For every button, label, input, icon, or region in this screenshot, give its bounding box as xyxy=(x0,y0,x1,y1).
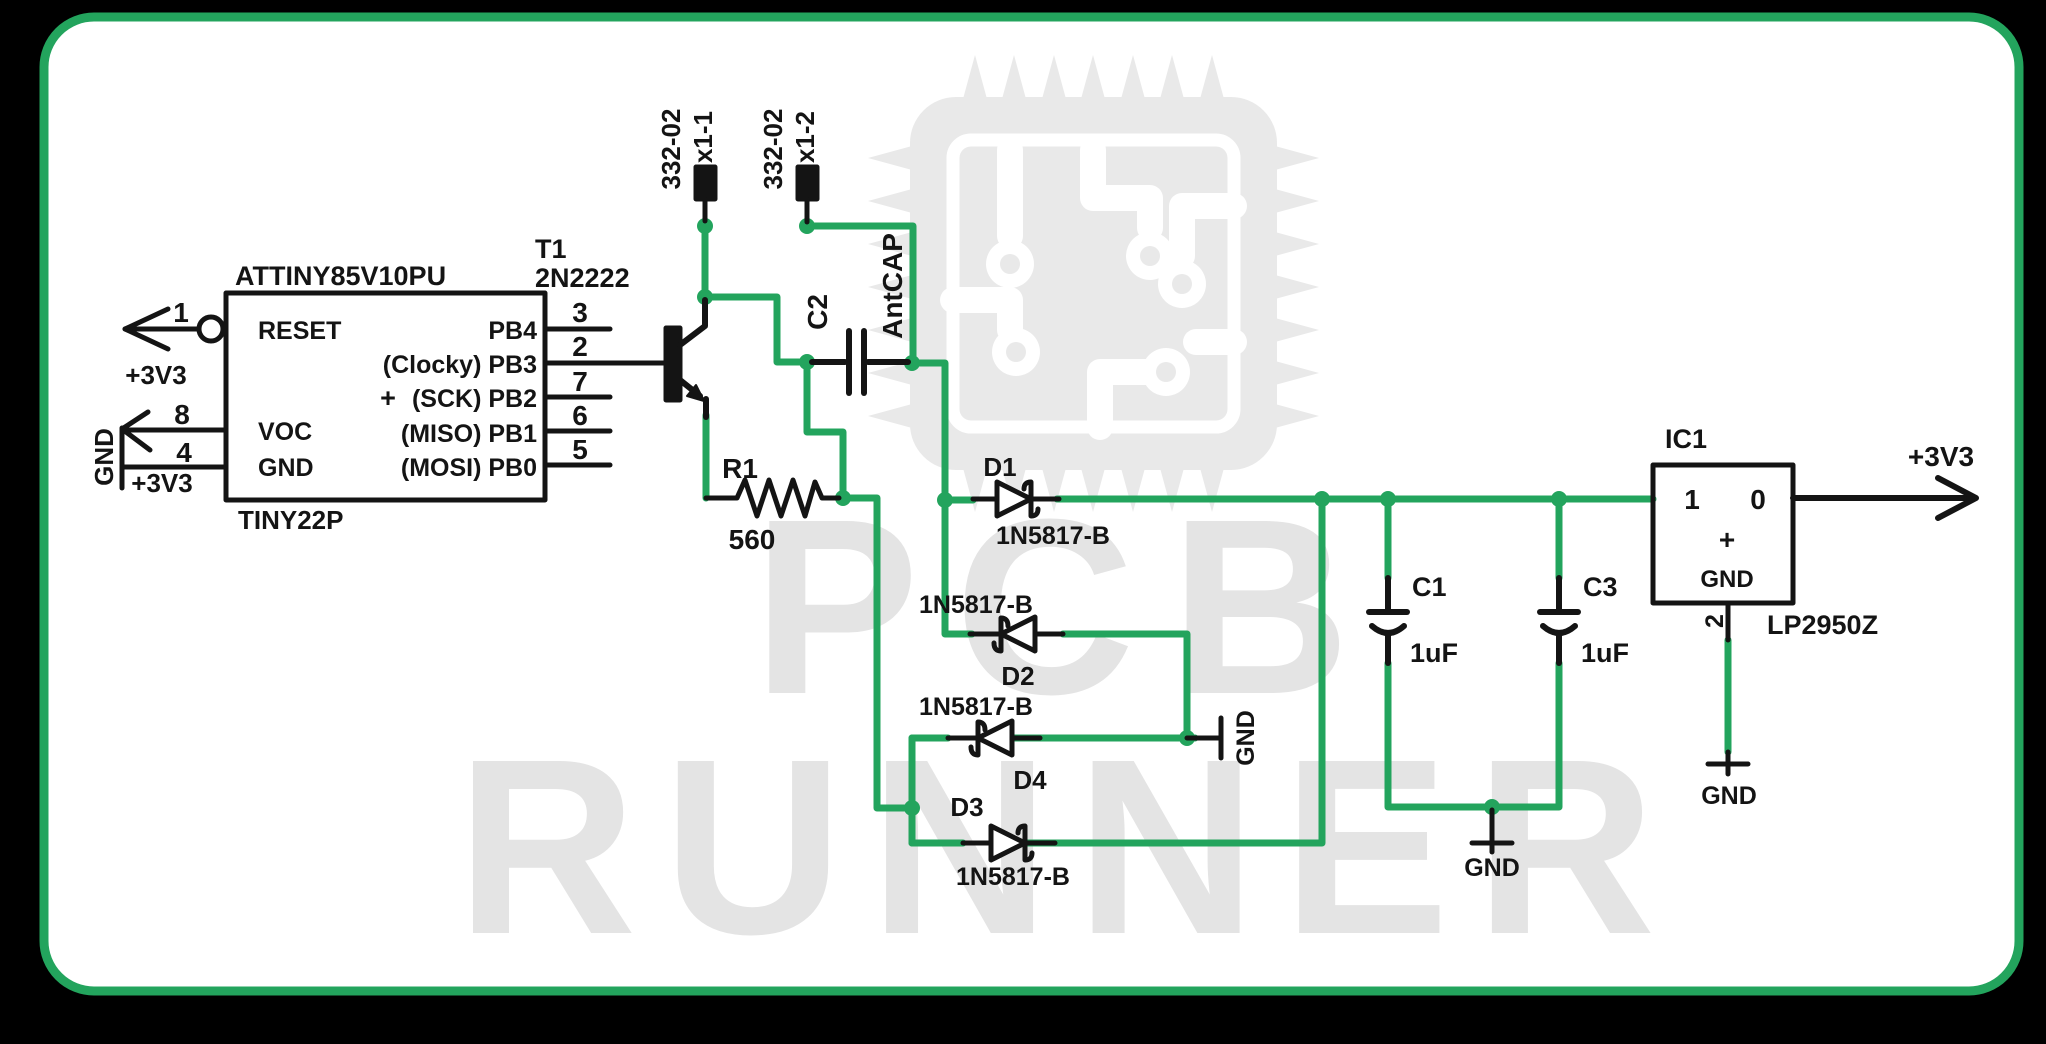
wire-c2-left-to-r1 xyxy=(803,358,847,502)
reset-bubble xyxy=(196,314,226,344)
d3-triangle xyxy=(988,823,1028,863)
watermark-text-top: PCB xyxy=(753,467,1386,746)
mcu-label-pb2: (SCK) PB2 xyxy=(412,385,537,413)
d2-part: 1N5817-B xyxy=(919,591,1033,619)
junction-dots xyxy=(697,218,1567,816)
gnd-mid-label: GND xyxy=(1232,710,1260,766)
pb2-plus-marker: + xyxy=(380,383,396,413)
mcu-title: ATTINY85V10PU xyxy=(235,261,446,291)
d1-triangle xyxy=(994,479,1034,519)
transistor-bar xyxy=(663,325,683,403)
ic1-pin-in: 1 xyxy=(1684,484,1700,515)
wire-c3-bottom xyxy=(1488,659,1563,811)
pin-number-8: 8 xyxy=(174,399,190,430)
x1-1-pin: x1-1 xyxy=(688,111,718,163)
mcu-label-reset: RESET xyxy=(258,317,341,345)
resistor-value: 560 xyxy=(729,524,776,555)
x1-2-pin: x1-2 xyxy=(790,111,820,163)
d2-ref: D2 xyxy=(1001,661,1034,691)
output-net-label: +3V3 xyxy=(1908,441,1974,472)
x1-1-pad xyxy=(693,164,718,202)
c1-value: 1uF xyxy=(1410,638,1458,668)
gnd-ic1-label: GND xyxy=(1701,782,1757,810)
x1-1-part: 332-02 xyxy=(656,109,686,190)
mcu-label-pb3: (Clocky) PB3 xyxy=(383,351,537,379)
mcu-label-gnd: GND xyxy=(258,454,314,482)
mcu-label-voc: VOC xyxy=(258,418,312,446)
gnd-caps-label: GND xyxy=(1464,854,1520,882)
ic1-part: LP2950Z xyxy=(1767,610,1878,640)
labels: ATTINY85V10PU TINY22P RESET VOC GND PB4 … xyxy=(89,109,1974,891)
mcu-label-pb0: (MOSI) PB0 xyxy=(401,454,537,482)
d2-schottky-bar xyxy=(991,615,1011,654)
ic1-body xyxy=(1650,462,1796,606)
x1-2-pad xyxy=(795,164,820,202)
ic1-pin-out: 0 xyxy=(1750,484,1766,515)
emitter-arrow-icon xyxy=(686,384,705,402)
transistor-ref: T1 xyxy=(535,234,567,264)
d1-part: 1N5817-B xyxy=(996,522,1110,550)
watermark-chip-logo xyxy=(868,55,1319,512)
wire-d2-to-gnd-node xyxy=(1059,630,1191,742)
d4-part: 1N5817-B xyxy=(919,693,1033,721)
pin-number-7: 7 xyxy=(572,366,588,397)
wire-c2-right-to-d1-node xyxy=(908,359,949,504)
d3-ref: D3 xyxy=(950,792,983,822)
pin-number-5: 5 xyxy=(572,434,588,465)
c3-ref: C3 xyxy=(1583,572,1618,602)
mcu-label-pb1: (MISO) PB1 xyxy=(401,420,537,448)
resistor-ref: R1 xyxy=(722,453,758,484)
wire-d3-to-rail xyxy=(1021,495,1326,847)
wire-r1-to-d3-node xyxy=(839,494,916,812)
net-gnd-left: GND xyxy=(89,428,119,486)
ic1-gnd-pin-label: GND xyxy=(1700,566,1753,593)
transistor-part: 2N2222 xyxy=(535,263,630,293)
wire-c1-bottom xyxy=(1384,659,1496,811)
pin-number-3: 3 xyxy=(572,297,588,328)
d4-ref: D4 xyxy=(1013,765,1047,795)
c1-ref: C1 xyxy=(1412,572,1447,602)
mcu-package: TINY22P xyxy=(238,505,344,535)
wire-x1-2-to-c2-right xyxy=(803,222,917,367)
d4-schottky-bar xyxy=(968,719,988,758)
pin-number-6: 6 xyxy=(572,400,588,431)
components xyxy=(119,164,1979,863)
wire-node-to-d2 xyxy=(941,496,976,638)
reset-arrow-icon xyxy=(122,306,171,352)
output-arrow-icon xyxy=(1935,475,1979,521)
net-3v3-reset: +3V3 xyxy=(125,360,186,390)
c2-ref: C2 xyxy=(802,294,833,330)
antcap-net: AntCAP xyxy=(877,233,908,339)
d3-part: 1N5817-B xyxy=(956,863,1070,891)
pin-number-4: 4 xyxy=(176,437,192,468)
ic1-plus: + xyxy=(1719,524,1735,555)
pin-number-2: 2 xyxy=(572,331,588,362)
d1-ref: D1 xyxy=(983,452,1016,482)
mcu-label-pb4: PB4 xyxy=(488,317,537,345)
net-3v3-vcc: +3V3 xyxy=(131,468,192,498)
wire-collector-to-c2-left xyxy=(701,293,816,366)
net-wires xyxy=(701,217,1732,847)
c3-value: 1uF xyxy=(1581,638,1629,668)
transistor-collector xyxy=(677,297,708,348)
resistor-r1 xyxy=(703,477,842,519)
ic1-pin2-number: 2 xyxy=(1701,614,1729,628)
x1-2-part: 332-02 xyxy=(758,109,788,190)
ic1-ref: IC1 xyxy=(1665,424,1707,454)
pin-number-1: 1 xyxy=(173,297,189,328)
